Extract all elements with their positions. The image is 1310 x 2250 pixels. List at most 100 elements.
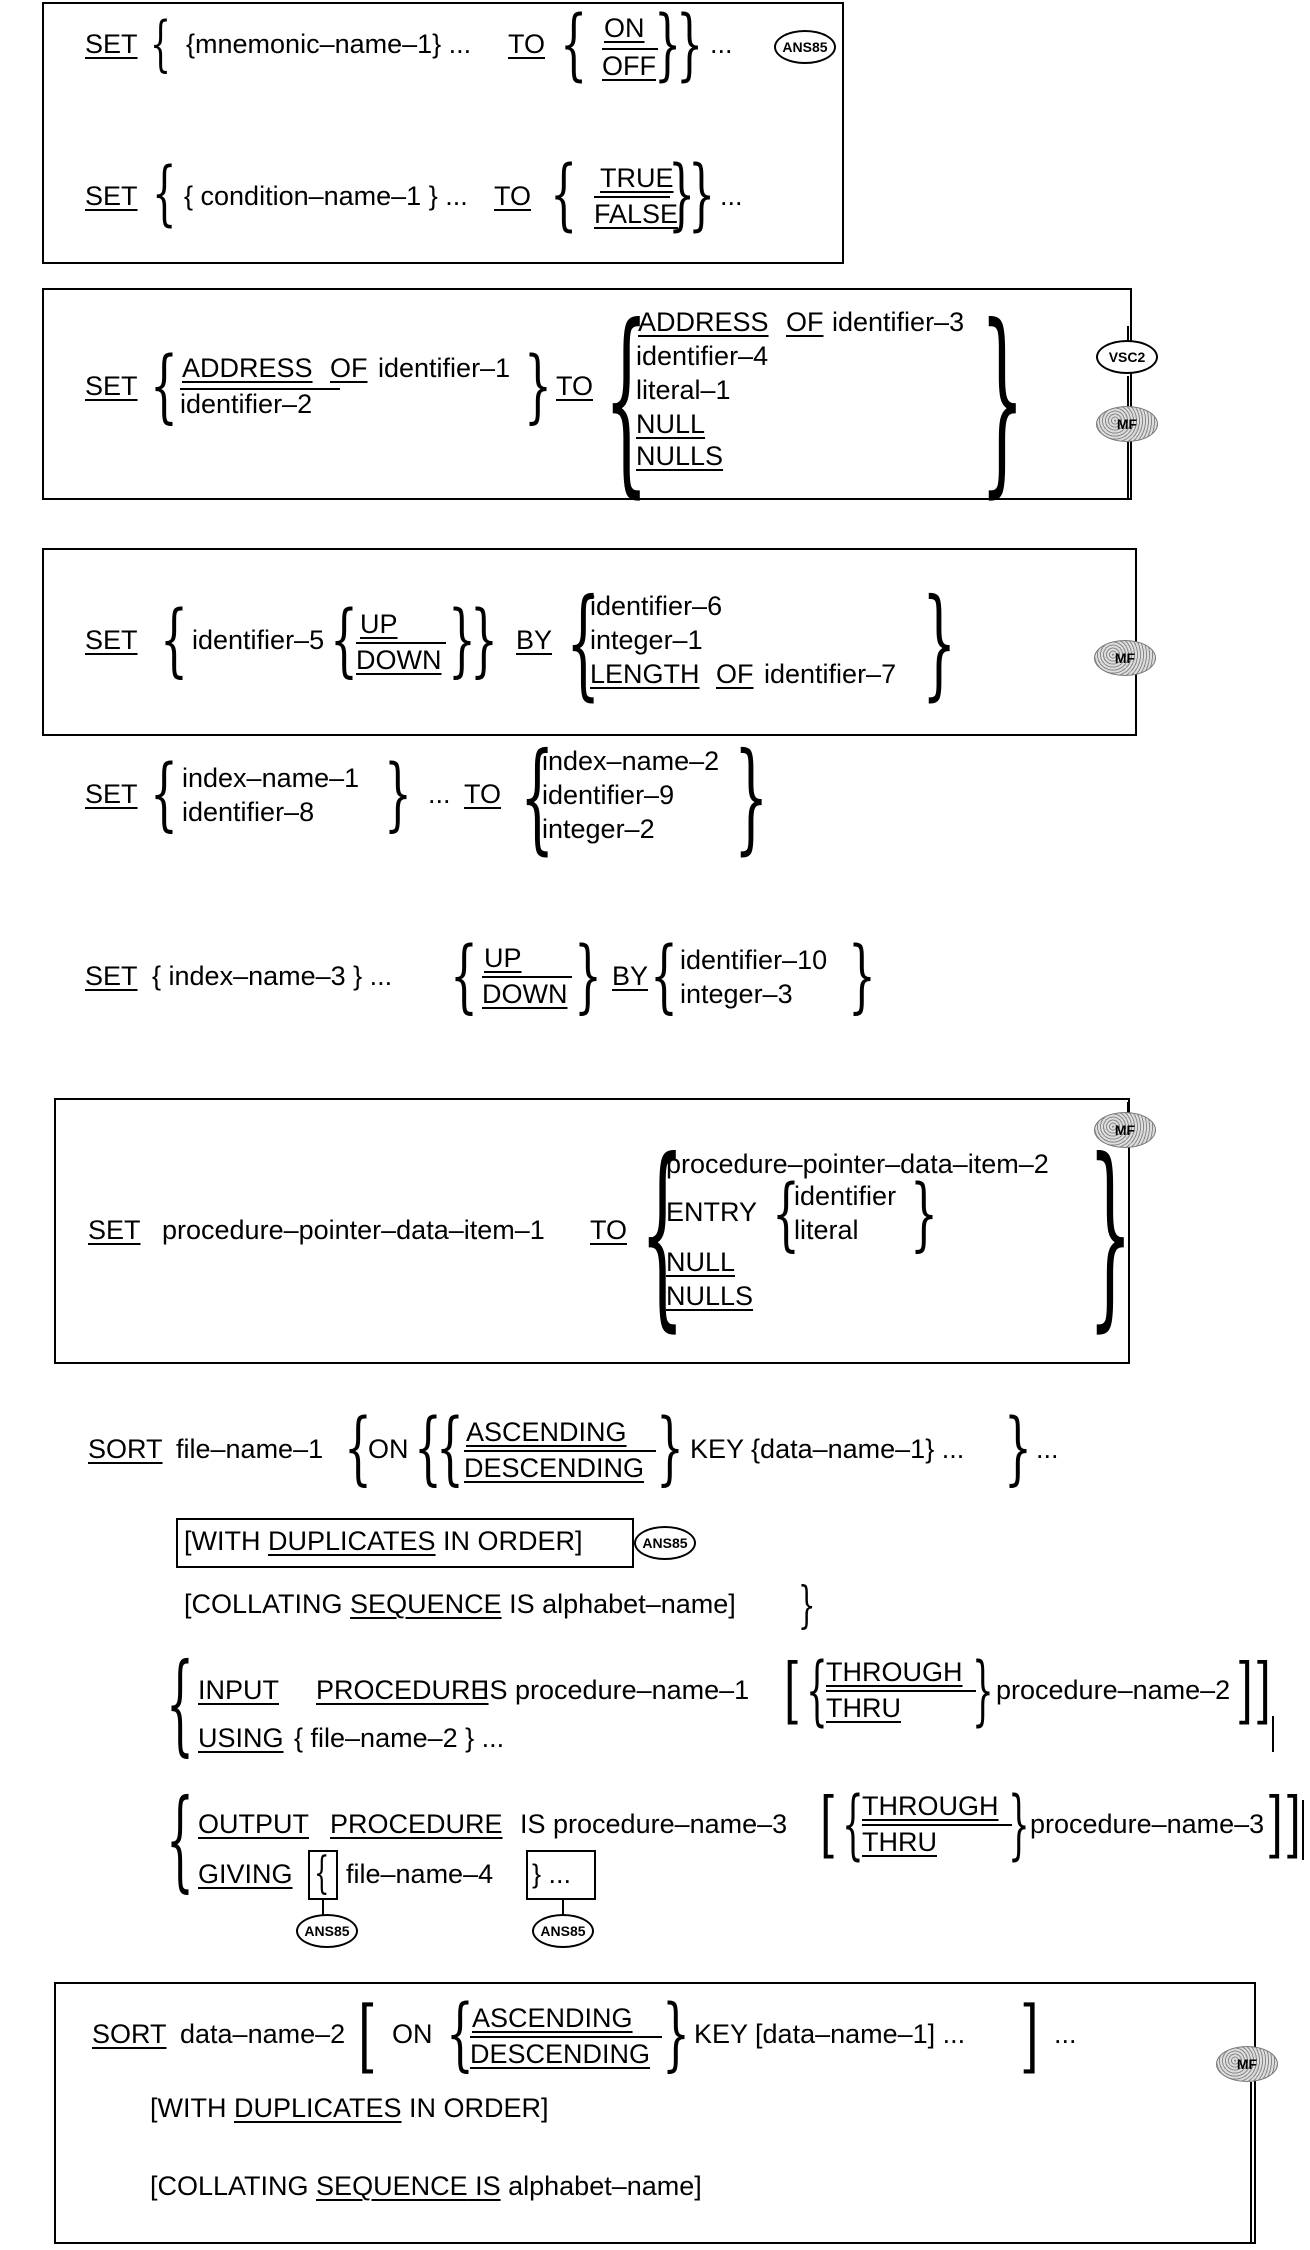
left-brace: {	[446, 1987, 474, 2080]
index-name-3: { index–name–3 } ...	[152, 961, 393, 991]
procedure-pointer-item-2: procedure–pointer–data–item–2	[666, 1149, 1049, 1179]
descending-keyword: DESCENDING	[464, 1453, 645, 1483]
to-keyword: TO	[464, 779, 502, 809]
fraction-bar	[594, 196, 670, 198]
by-keyword: BY	[612, 961, 649, 991]
identifier-word: identifier	[794, 1181, 897, 1211]
key-clause: KEY [data–name–1] ...	[694, 2019, 966, 2049]
through-keyword: THROUGH	[862, 1791, 999, 1821]
down-keyword: DOWN	[356, 645, 442, 675]
thru-keyword: THRU	[826, 1693, 901, 1723]
vsc2-badge: VSC2	[1096, 340, 1158, 374]
set-keyword: SET	[85, 181, 138, 211]
ans85-badge: ANS85	[532, 1914, 594, 1948]
mnemonic-name: {mnemonic–name–1} ...	[186, 29, 472, 59]
left-brace: {	[640, 1117, 685, 1350]
up-keyword: UP	[484, 943, 522, 973]
left-brace: {	[150, 747, 178, 840]
left-brace: {	[560, 0, 588, 90]
right-brace: }	[1008, 1779, 1030, 1868]
ans85-bracket-box	[176, 1518, 634, 1568]
identifier-6: identifier–6	[590, 591, 723, 621]
set-keyword: SET	[85, 625, 138, 655]
set-keyword: SET	[85, 29, 138, 59]
right-brace: }	[1004, 1401, 1032, 1494]
descending-keyword: DESCENDING	[470, 2039, 651, 2069]
nulls-keyword: NULLS	[636, 441, 724, 471]
off-keyword: OFF	[602, 51, 656, 81]
left-brace: {	[344, 1401, 372, 1494]
procedure-name-2: procedure–name–2	[996, 1675, 1231, 1705]
fraction-bar	[602, 48, 658, 50]
through-keyword: THROUGH	[826, 1657, 963, 1687]
right-brace: }	[668, 150, 696, 240]
nulls-keyword: NULLS	[666, 1281, 754, 1311]
left-bracket: [	[820, 1782, 837, 1866]
ellipsis: ...	[710, 29, 733, 59]
with-duplicates-clause: [WITH DUPLICATES IN ORDER]	[184, 1526, 583, 1556]
identifier-7: identifier–7	[764, 659, 897, 689]
of-keyword: OF	[786, 307, 824, 337]
mf-badge: MF	[1216, 2046, 1278, 2082]
left-brace: {	[414, 1401, 442, 1494]
with-duplicates-clause: [WITH DUPLICATES IN ORDER]	[150, 2093, 549, 2123]
fraction-bar	[482, 976, 572, 978]
badge-connector	[562, 1900, 564, 1916]
literal-word: literal	[794, 1215, 859, 1245]
procedure-keyword: PROCEDURE	[316, 1675, 489, 1705]
to-keyword: TO	[590, 1215, 628, 1245]
collating-sequence-clause: [COLLATING SEQUENCE IS alphabet–name]	[150, 2171, 702, 2201]
false-keyword: FALSE	[594, 199, 679, 229]
left-brace: {	[166, 1775, 194, 1903]
input-keyword: INPUT	[198, 1675, 279, 1705]
left-brace: {	[450, 929, 478, 1022]
to-keyword: TO	[556, 371, 594, 401]
left-brace: {	[650, 929, 678, 1022]
left-brace: {	[550, 150, 578, 240]
right-brace: }	[656, 1401, 684, 1494]
procedure-name-3: procedure–name–3	[1030, 1809, 1265, 1839]
condition-name: { condition–name–1 } ...	[184, 181, 468, 211]
of-keyword: OF	[330, 353, 368, 383]
left-brace: {	[330, 593, 358, 686]
entry-keyword: ENTRY	[666, 1197, 758, 1227]
to-keyword: TO	[494, 181, 532, 211]
identifier-8: identifier–8	[182, 797, 315, 827]
margin-line	[1127, 442, 1129, 498]
left-brace: {	[604, 283, 649, 516]
sequence-keyword: SEQUENCE	[350, 1589, 502, 1619]
is-keyword: IS	[467, 2171, 501, 2201]
right-brace: }	[654, 0, 682, 90]
down-keyword: DOWN	[482, 979, 568, 1009]
left-brace: {	[314, 1848, 330, 1899]
right-brace: }	[524, 339, 552, 432]
ellipsis: ...	[720, 181, 743, 211]
right-brace: }	[448, 593, 476, 686]
left-brace: {	[436, 1401, 464, 1494]
ans85-badge: ANS85	[634, 1526, 696, 1560]
integer-2: integer–2	[542, 814, 655, 844]
using-keyword: USING	[198, 1723, 284, 1753]
sort-table-box	[54, 1982, 1256, 2244]
on-keyword: ON	[368, 1434, 409, 1464]
right-brace: }	[574, 929, 602, 1022]
sort-keyword: SORT	[92, 2019, 167, 2049]
margin-line	[1127, 376, 1129, 406]
left-brace: {	[806, 1645, 828, 1734]
null-keyword: NULL	[666, 1247, 736, 1277]
procedure-keyword: PROCEDURE	[330, 1809, 503, 1839]
ascending-keyword: ASCENDING	[466, 1417, 627, 1447]
fraction-bar	[862, 1824, 1012, 1826]
right-bracket: ]	[1266, 1782, 1283, 1866]
literal-1: literal–1	[636, 375, 731, 405]
sort-keyword: SORT	[88, 1434, 163, 1464]
identifier-2: identifier–2	[180, 389, 313, 419]
on-keyword: ON	[392, 2019, 433, 2049]
right-brace: }	[922, 574, 957, 713]
set-address-box	[42, 288, 1132, 500]
left-bracket: [	[358, 1989, 377, 2082]
output-keyword: OUTPUT	[198, 1809, 309, 1839]
left-brace: {	[150, 9, 172, 79]
identifier-9: identifier–9	[542, 780, 675, 810]
giving-tail: } ...	[532, 1859, 572, 1889]
